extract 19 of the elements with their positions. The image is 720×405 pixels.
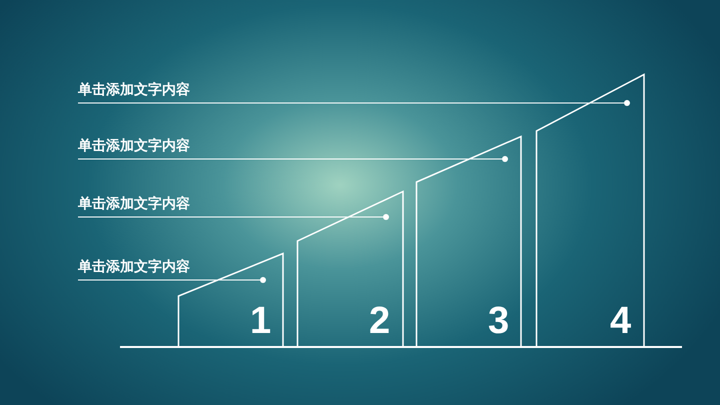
dot — [502, 156, 508, 162]
text-label: 单击添加文字内容 — [78, 137, 190, 159]
leader-line — [78, 102, 624, 104]
text-label: 单击添加文字内容 — [78, 195, 190, 217]
leader-line — [78, 158, 502, 160]
bar-number: 1 — [250, 301, 272, 341]
bar-outline — [536, 74, 645, 347]
text-label: 单击添加文字内容 — [78, 258, 190, 280]
bar-number: 4 — [610, 301, 632, 341]
bar-outline — [178, 253, 284, 347]
bar-outline — [416, 136, 522, 347]
dot — [383, 214, 389, 220]
bar-number: 3 — [488, 301, 510, 341]
dot — [260, 277, 266, 283]
bar-number: 2 — [369, 301, 390, 341]
leader-line — [78, 216, 384, 218]
text-label: 单击添加文字内容 — [78, 81, 190, 103]
dot — [624, 100, 630, 106]
bar-outline — [297, 191, 404, 347]
